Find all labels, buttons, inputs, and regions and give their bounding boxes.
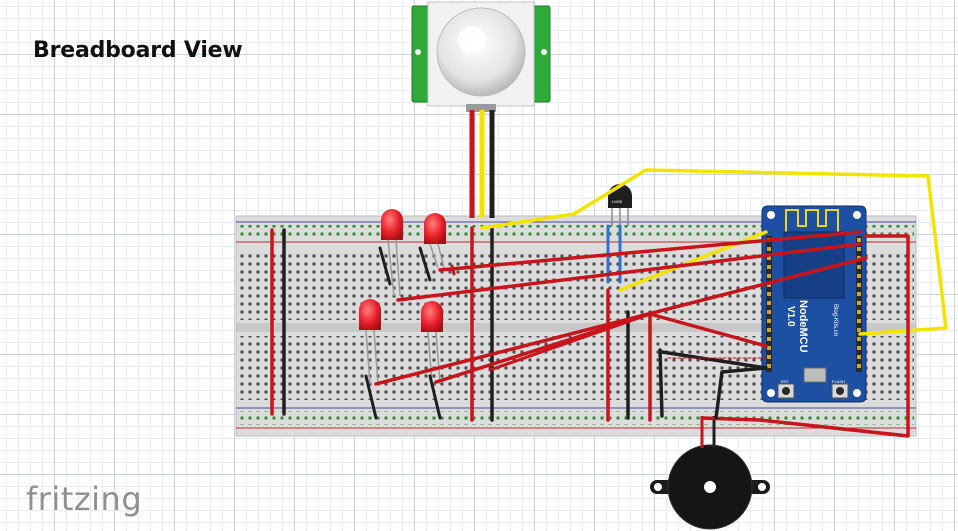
header-pin (767, 283, 771, 287)
header-pin (857, 319, 861, 323)
led-2[interactable] (424, 213, 446, 269)
flash-button-cap (836, 387, 844, 395)
board-name: NodeMCU (797, 300, 809, 353)
wire-black[interactable] (658, 348, 664, 418)
pir-dome (436, 7, 526, 97)
wire-black[interactable] (418, 246, 432, 282)
led-leg (365, 329, 371, 385)
mount-hole (767, 211, 775, 219)
wire-red[interactable] (488, 312, 652, 372)
buzzer-hole (704, 481, 716, 493)
wire-red[interactable] (396, 242, 862, 302)
header-pin (857, 301, 861, 305)
header-pin (857, 274, 861, 278)
mount-hole (415, 49, 421, 55)
led-1[interactable] (381, 209, 403, 297)
rst-button-cap (782, 387, 790, 395)
header-pin (857, 346, 861, 350)
led-leg (437, 243, 445, 269)
fritzing-logo: fritzing (26, 480, 143, 518)
power-rail-bottom (238, 411, 914, 425)
header-pin (767, 256, 771, 260)
wire-black[interactable] (364, 374, 378, 420)
header-pin (857, 310, 861, 314)
wire-red[interactable] (374, 256, 868, 386)
pir-sensor[interactable] (411, 1, 551, 112)
header-pin (767, 328, 771, 332)
header-pin (857, 238, 861, 242)
board-version: V1.0 (785, 306, 796, 327)
wifi-antenna (785, 209, 839, 232)
center-channel (236, 323, 916, 332)
wire-yellow[interactable] (480, 168, 948, 336)
wire-red[interactable] (438, 230, 862, 272)
led-lens (424, 213, 446, 244)
header-pin (857, 283, 861, 287)
led-lens (359, 299, 381, 330)
header-pin (767, 247, 771, 251)
header-pin (767, 355, 771, 359)
led-3[interactable] (359, 299, 381, 385)
header-pin (857, 292, 861, 296)
pir-pin-header (466, 104, 496, 112)
header-pin (767, 346, 771, 350)
led-leg (373, 329, 379, 385)
mount-hole (767, 389, 775, 397)
buzzer[interactable] (650, 416, 770, 530)
nodemcu-board[interactable]: NodeMCU V1.0 Blog-Kits.cn RST FLASH (761, 205, 867, 403)
header-pin (767, 364, 771, 368)
pir-dome-highlight (458, 26, 486, 54)
header-pin (857, 328, 861, 332)
header-pin (857, 265, 861, 269)
wires[interactable] (270, 168, 948, 438)
led-leg (395, 239, 401, 297)
view-title: Breadboard View (33, 38, 243, 63)
led-4[interactable] (421, 301, 443, 385)
rst-label: RST (781, 379, 790, 384)
header-pin (767, 310, 771, 314)
led-leg (387, 239, 395, 297)
header-pin (767, 265, 771, 269)
led-leg (435, 331, 441, 385)
sensor-marking: LM35 (612, 199, 623, 204)
wire-black[interactable] (428, 374, 442, 420)
mount-hole (853, 211, 861, 219)
header-pin (767, 274, 771, 278)
header-pin (857, 364, 861, 368)
wire-red[interactable] (450, 264, 456, 276)
header-pin (767, 337, 771, 341)
usb-port (803, 367, 827, 383)
header-pin (767, 301, 771, 305)
pins-right (857, 238, 861, 368)
wire-red[interactable] (648, 312, 768, 348)
header-pin (857, 355, 861, 359)
power-rail-top (238, 225, 914, 239)
led-lens (381, 209, 403, 240)
mount-hole (654, 483, 662, 491)
flash-label: FLASH (832, 379, 845, 384)
mount-hole (541, 49, 547, 55)
mount-hole (758, 483, 766, 491)
header-pin (857, 337, 861, 341)
header-pin (767, 319, 771, 323)
wire-red[interactable] (700, 234, 910, 438)
wire-black[interactable] (378, 246, 392, 286)
led-lens (421, 301, 443, 332)
board-vendor: Blog-Kits.cn (832, 304, 838, 336)
header-pin (767, 292, 771, 296)
mount-hole (853, 389, 861, 397)
led-leg (429, 243, 439, 269)
pins-left (767, 238, 771, 368)
header-pin (857, 247, 861, 251)
wire-black[interactable] (660, 350, 768, 420)
